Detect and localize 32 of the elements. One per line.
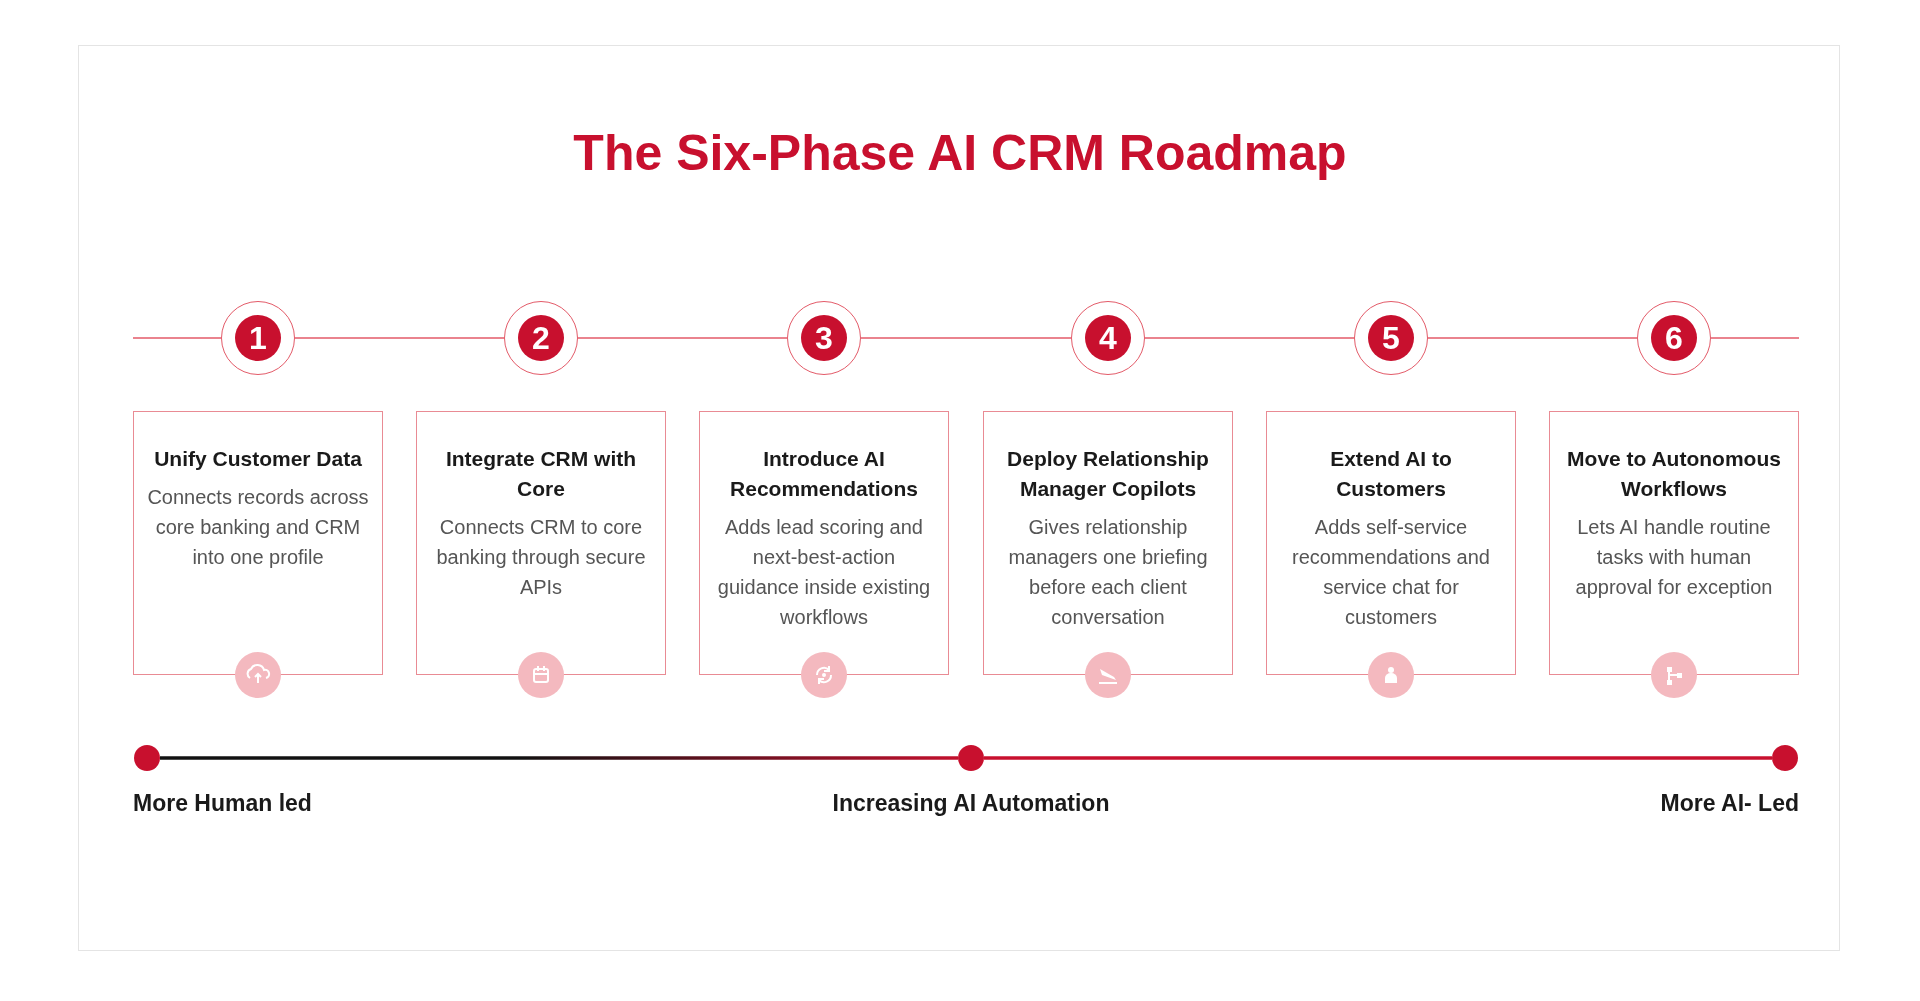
scale-dot	[1772, 745, 1798, 771]
step-number: 6	[1651, 315, 1697, 361]
phase-heading: Unify Customer Data	[153, 446, 363, 472]
step-number: 5	[1368, 315, 1414, 361]
timeline-line	[984, 756, 1772, 760]
phase-description: Connects records across core banking and CRM into one profile	[146, 485, 370, 570]
phase-description: Adds lead scoring and next-best-action guidance inside existing workflows	[716, 515, 932, 630]
timeline-line	[577, 337, 788, 339]
step-number: 4	[1085, 315, 1131, 361]
phase-heading: Move to Autonomous Workflows	[1566, 446, 1782, 502]
timeline-line	[1144, 337, 1355, 339]
step-number: 2	[518, 315, 564, 361]
timeline-line	[160, 756, 958, 760]
phase-description: Lets AI handle routine tasks with human approval for exception	[1574, 515, 1774, 600]
scale-label: Increasing AI Automation	[832, 790, 1110, 817]
phase-description: Gives relationship managers one briefing before each client conversation	[1007, 515, 1209, 630]
step-number: 1	[235, 315, 281, 361]
timeline-line	[1427, 337, 1638, 339]
phase-description: Adds self-service recommendations and service chat for customers	[1291, 515, 1491, 630]
scale-dot	[134, 745, 160, 771]
phase-description: Connects CRM to core banking through secure APIs	[435, 515, 647, 600]
scale-dot	[958, 745, 984, 771]
timeline-line	[294, 337, 505, 339]
title: The Six-Phase AI CRM Roadmap	[573, 124, 1347, 182]
timeline-line	[860, 337, 1072, 339]
phase-heading: Introduce AI Recommendations	[729, 446, 919, 502]
step-number: 3	[801, 315, 847, 361]
scale-label: More Human led	[133, 790, 312, 817]
phase-heading: Integrate CRM with Core	[444, 446, 638, 502]
phase-heading: Extend AI to Customers	[1329, 446, 1453, 502]
phase-heading: Deploy Relationship Manager Copilots	[1006, 446, 1210, 502]
scale-label: More AI- Led	[1660, 790, 1799, 817]
